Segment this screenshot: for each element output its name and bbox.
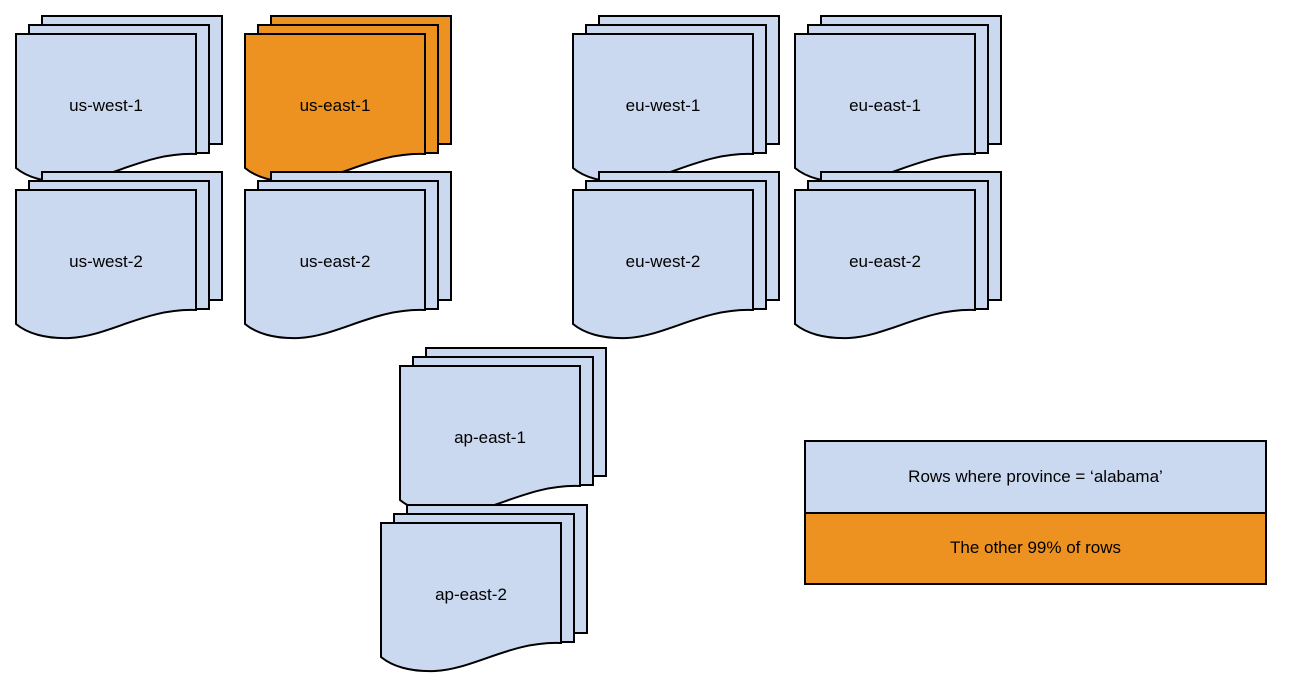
document-stack-label: ap-east-2 bbox=[435, 584, 507, 604]
legend-label-blue: Rows where province = ‘alabama’ bbox=[908, 466, 1163, 486]
document-stack[interactable]: ap-east-2 bbox=[375, 499, 593, 680]
document-stack-label: eu-west-2 bbox=[625, 251, 701, 271]
document-sheet-front bbox=[15, 189, 197, 340]
document-stack[interactable]: us-east-2 bbox=[239, 166, 457, 360]
document-sheet-front bbox=[794, 189, 976, 340]
document-stack[interactable]: us-west-1 bbox=[10, 10, 228, 204]
document-stack[interactable]: eu-west-1 bbox=[567, 10, 785, 204]
document-stack-label: eu-west-1 bbox=[625, 95, 701, 115]
document-stack[interactable]: eu-east-2 bbox=[789, 166, 1007, 360]
document-stack-label: us-west-2 bbox=[69, 251, 143, 271]
legend-row-orange: The other 99% of rows bbox=[806, 513, 1265, 583]
document-stack[interactable]: eu-west-2 bbox=[567, 166, 785, 360]
document-sheet-front bbox=[380, 522, 562, 673]
document-stack[interactable]: us-east-1 bbox=[239, 10, 457, 204]
document-stack-label: us-east-1 bbox=[299, 95, 371, 115]
document-stack-label: eu-east-1 bbox=[849, 95, 921, 115]
document-sheet-front bbox=[572, 189, 754, 340]
legend-row-blue: Rows where province = ‘alabama’ bbox=[806, 442, 1265, 514]
document-stack-label: eu-east-2 bbox=[849, 251, 921, 271]
document-stack-label: us-east-2 bbox=[299, 251, 371, 271]
document-sheet-front bbox=[244, 189, 426, 340]
document-stack-label: ap-east-1 bbox=[454, 427, 526, 447]
document-stack-label: us-west-1 bbox=[69, 95, 143, 115]
document-stack[interactable]: eu-east-1 bbox=[789, 10, 1007, 204]
document-stack[interactable]: us-west-2 bbox=[10, 166, 228, 360]
document-stack[interactable]: ap-east-1 bbox=[394, 342, 612, 536]
legend: Rows where province = ‘alabama’ The othe… bbox=[804, 440, 1267, 585]
legend-label-orange: The other 99% of rows bbox=[949, 538, 1122, 558]
